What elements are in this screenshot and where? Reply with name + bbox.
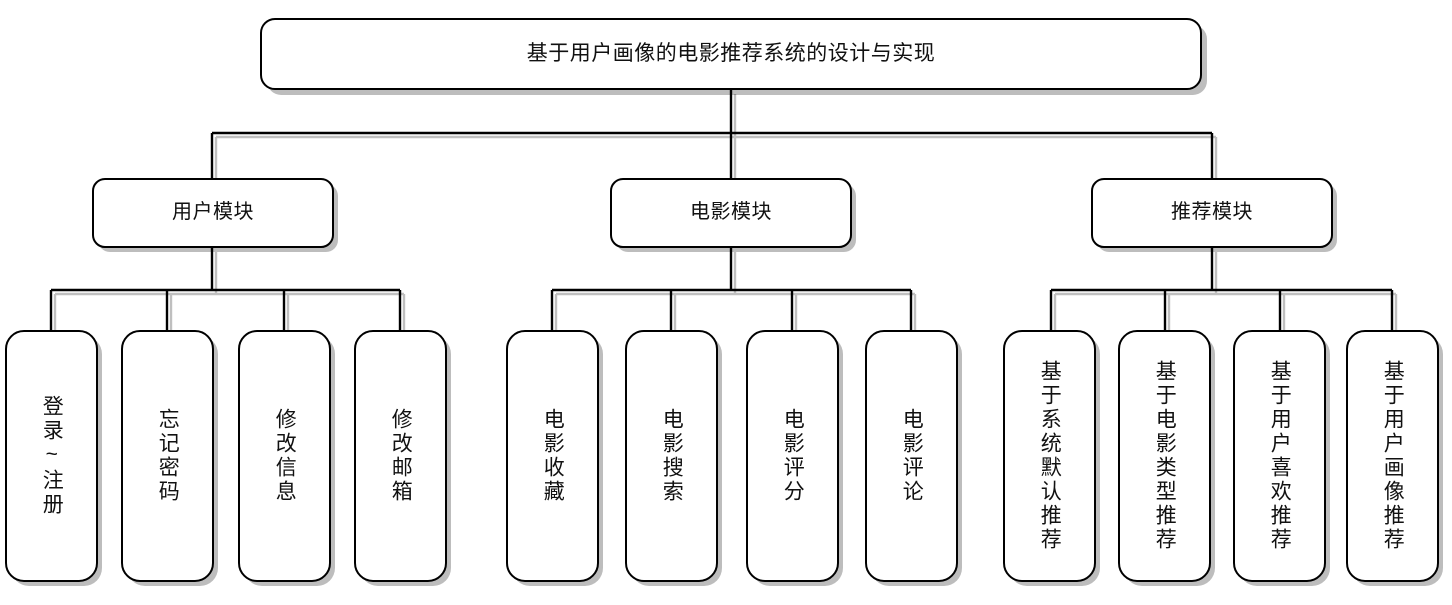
leaf-node-profile-recommend[interactable]: 基于用户画像推荐: [1346, 330, 1439, 582]
module-node-user-label: 用户模块: [172, 201, 254, 224]
module-node-user[interactable]: 用户模块: [92, 178, 334, 248]
leaf-node-forgot-password[interactable]: 忘记密码: [121, 330, 214, 582]
leaf-node-login-register-label: 登录~注册: [40, 395, 64, 517]
leaf-node-movie-favorites[interactable]: 电影收藏: [506, 330, 599, 582]
module-node-movie-label: 电影模块: [690, 201, 772, 224]
leaf-node-movie-rating-label: 电影评分: [781, 408, 805, 504]
leaf-node-movie-rating[interactable]: 电影评分: [746, 330, 839, 582]
root-node[interactable]: 基于用户画像的电影推荐系统的设计与实现: [260, 18, 1202, 90]
module-node-movie[interactable]: 电影模块: [610, 178, 852, 248]
leaf-node-login-register[interactable]: 登录~注册: [5, 330, 98, 582]
leaf-node-genre-recommend[interactable]: 基于电影类型推荐: [1118, 330, 1211, 582]
leaf-node-edit-email-label: 修改邮箱: [389, 408, 413, 504]
leaf-node-movie-favorites-label: 电影收藏: [541, 408, 565, 504]
leaf-node-forgot-password-label: 忘记密码: [156, 408, 180, 504]
leaf-node-default-recommend-label: 基于系统默认推荐: [1038, 360, 1062, 552]
leaf-node-edit-email[interactable]: 修改邮箱: [354, 330, 447, 582]
leaf-node-profile-recommend-label: 基于用户画像推荐: [1381, 360, 1405, 552]
leaf-node-edit-info[interactable]: 修改信息: [238, 330, 331, 582]
module-node-recommend[interactable]: 推荐模块: [1091, 178, 1333, 248]
leaf-node-preference-recommend-label: 基于用户喜欢推荐: [1268, 360, 1292, 552]
leaf-node-edit-info-label: 修改信息: [273, 408, 297, 504]
leaf-node-default-recommend[interactable]: 基于系统默认推荐: [1003, 330, 1096, 582]
root-node-label: 基于用户画像的电影推荐系统的设计与实现: [526, 41, 936, 65]
module-node-recommend-label: 推荐模块: [1171, 201, 1253, 224]
leaf-node-movie-search-label: 电影搜索: [660, 408, 684, 504]
leaf-node-movie-search[interactable]: 电影搜索: [625, 330, 718, 582]
leaf-node-movie-comment[interactable]: 电影评论: [865, 330, 958, 582]
leaf-node-movie-comment-label: 电影评论: [900, 408, 924, 504]
leaf-node-preference-recommend[interactable]: 基于用户喜欢推荐: [1233, 330, 1326, 582]
leaf-node-genre-recommend-label: 基于电影类型推荐: [1153, 360, 1177, 552]
